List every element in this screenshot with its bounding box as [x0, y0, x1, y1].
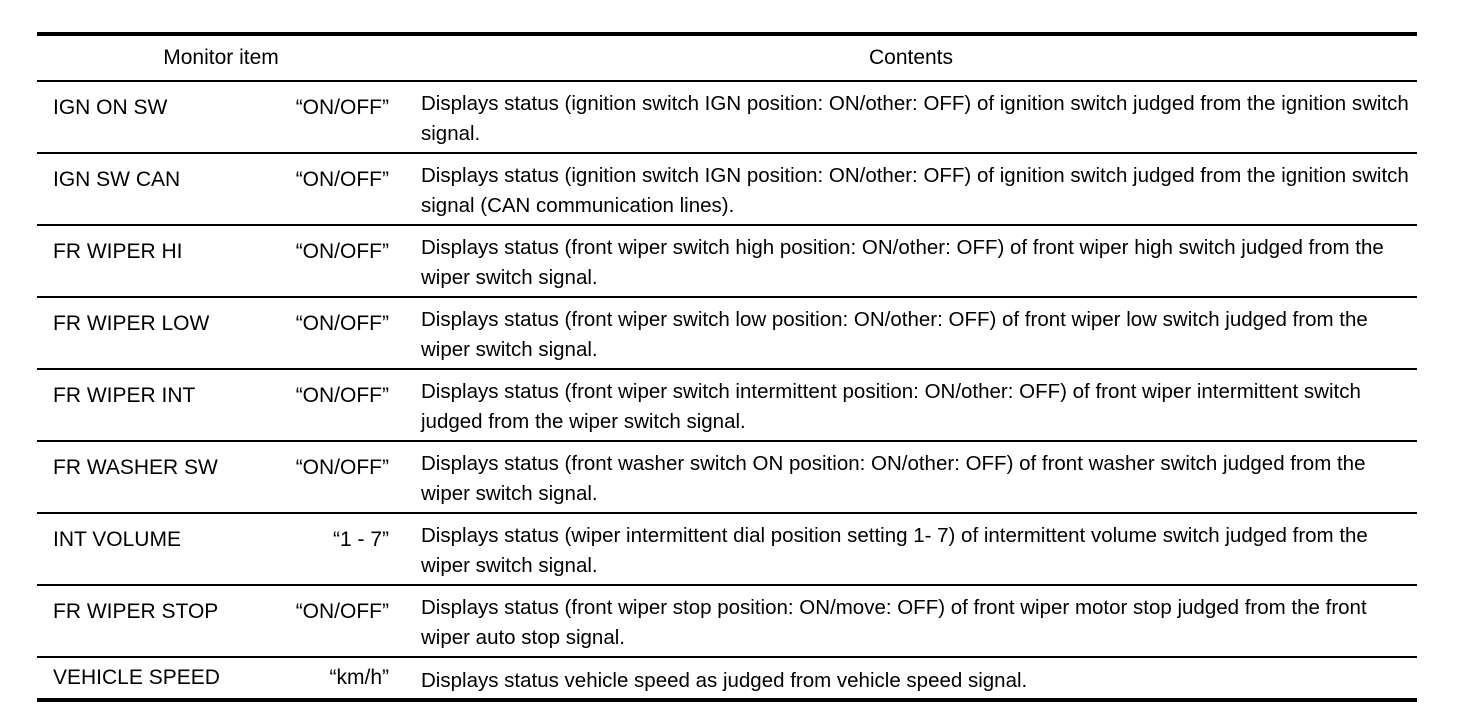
cell-monitor-item: FR WIPER HI “ON/OFF” — [37, 224, 405, 297]
contents-text: Displays status (front wiper switch high… — [421, 236, 1384, 289]
contents-text: Displays status (ignition switch IGN pos… — [421, 164, 1409, 217]
cell-monitor-item: FR WIPER LOW “ON/OFF” — [37, 296, 405, 369]
cell-contents: Displays status (wiper intermittent dial… — [405, 512, 1417, 585]
cell-contents: Displays status (front wiper switch high… — [405, 224, 1417, 297]
monitor-item-value: “ON/OFF” — [295, 168, 389, 191]
cell-contents: Displays status (front wiper switch inte… — [405, 368, 1417, 441]
table-row: FR WIPER STOP “ON/OFF” Displays status (… — [37, 584, 1417, 657]
monitor-item-block: FR WIPER INT “ON/OFF” — [37, 370, 405, 408]
cell-contents: Displays status vehicle speed as judged … — [405, 656, 1417, 702]
monitor-item-block: FR WIPER HI “ON/OFF” — [37, 226, 405, 264]
monitor-item-name: FR WIPER HI — [53, 240, 183, 263]
table-row: IGN ON SW “ON/OFF” Displays status (igni… — [37, 80, 1417, 153]
table-row: FR WASHER SW “ON/OFF” Displays status (f… — [37, 440, 1417, 513]
monitor-item-block: FR WIPER LOW “ON/OFF” — [37, 298, 405, 336]
monitor-item-name: FR WIPER STOP — [53, 600, 219, 623]
contents-text: Displays status vehicle speed as judged … — [421, 669, 1028, 692]
monitor-item-name: IGN SW CAN — [53, 168, 181, 191]
table-header-row: Monitor item Contents — [37, 32, 1417, 81]
table-row: FR WIPER LOW “ON/OFF” Displays status (f… — [37, 296, 1417, 369]
monitor-item-name: IGN ON SW — [53, 96, 168, 119]
column-header-contents: Contents — [405, 32, 1417, 81]
contents-text: Displays status (wiper intermittent dial… — [421, 524, 1368, 577]
monitor-item-name: FR WIPER INT — [53, 384, 196, 407]
monitor-item-value: “ON/OFF” — [295, 240, 389, 263]
monitor-item-value: “ON/OFF” — [295, 384, 389, 407]
monitor-item-value: “ON/OFF” — [295, 456, 389, 479]
cell-contents: Displays status (front washer switch ON … — [405, 440, 1417, 513]
cell-monitor-item: INT VOLUME “1 - 7” — [37, 512, 405, 585]
monitor-item-name: FR WASHER SW — [53, 456, 218, 479]
monitor-item-value: “1 - 7” — [332, 528, 389, 551]
monitor-item-block: FR WASHER SW “ON/OFF” — [37, 442, 405, 480]
table-row: IGN SW CAN “ON/OFF” Displays status (ign… — [37, 152, 1417, 225]
contents-text: Displays status (front wiper stop positi… — [421, 596, 1367, 649]
table-row: VEHICLE SPEED “km/h” Displays status veh… — [37, 656, 1417, 702]
cell-contents: Displays status (front wiper switch low … — [405, 296, 1417, 369]
cell-monitor-item: FR WIPER STOP “ON/OFF” — [37, 584, 405, 657]
monitor-item-name: FR WIPER LOW — [53, 312, 210, 335]
monitor-item-name: VEHICLE SPEED — [53, 666, 220, 689]
monitor-item-value: “km/h” — [329, 666, 390, 689]
monitor-item-block: FR WIPER STOP “ON/OFF” — [37, 586, 405, 624]
monitor-item-table-wrapper: Monitor item Contents IGN ON SW “ON/OFF”… — [37, 32, 1417, 702]
table-body: Monitor item Contents IGN ON SW “ON/OFF”… — [37, 32, 1417, 702]
cell-monitor-item: FR WASHER SW “ON/OFF” — [37, 440, 405, 513]
cell-monitor-item: IGN SW CAN “ON/OFF” — [37, 152, 405, 225]
table-row: FR WIPER HI “ON/OFF” Displays status (fr… — [37, 224, 1417, 297]
contents-text: Displays status (ignition switch IGN pos… — [421, 92, 1409, 145]
cell-contents: Displays status (front wiper stop positi… — [405, 584, 1417, 657]
monitor-item-block: VEHICLE SPEED “km/h” — [37, 658, 405, 690]
monitor-item-block: INT VOLUME “1 - 7” — [37, 514, 405, 552]
contents-text: Displays status (front washer switch ON … — [421, 452, 1366, 505]
cell-monitor-item: FR WIPER INT “ON/OFF” — [37, 368, 405, 441]
monitor-item-block: IGN SW CAN “ON/OFF” — [37, 154, 405, 192]
contents-text: Displays status (front wiper switch inte… — [421, 380, 1361, 433]
column-header-monitor-item: Monitor item — [37, 32, 405, 81]
table-row: INT VOLUME “1 - 7” Displays status (wipe… — [37, 512, 1417, 585]
monitor-item-value: “ON/OFF” — [295, 600, 389, 623]
cell-monitor-item: VEHICLE SPEED “km/h” — [37, 656, 405, 702]
monitor-item-value: “ON/OFF” — [295, 96, 389, 119]
cell-contents: Displays status (ignition switch IGN pos… — [405, 80, 1417, 153]
monitor-item-value: “ON/OFF” — [295, 312, 389, 335]
cell-contents: Displays status (ignition switch IGN pos… — [405, 152, 1417, 225]
table-row: FR WIPER INT “ON/OFF” Displays status (f… — [37, 368, 1417, 441]
contents-text: Displays status (front wiper switch low … — [421, 308, 1368, 361]
cell-monitor-item: IGN ON SW “ON/OFF” — [37, 80, 405, 153]
monitor-item-block: IGN ON SW “ON/OFF” — [37, 82, 405, 120]
monitor-item-name: INT VOLUME — [53, 528, 181, 551]
monitor-item-table: Monitor item Contents IGN ON SW “ON/OFF”… — [37, 32, 1417, 702]
